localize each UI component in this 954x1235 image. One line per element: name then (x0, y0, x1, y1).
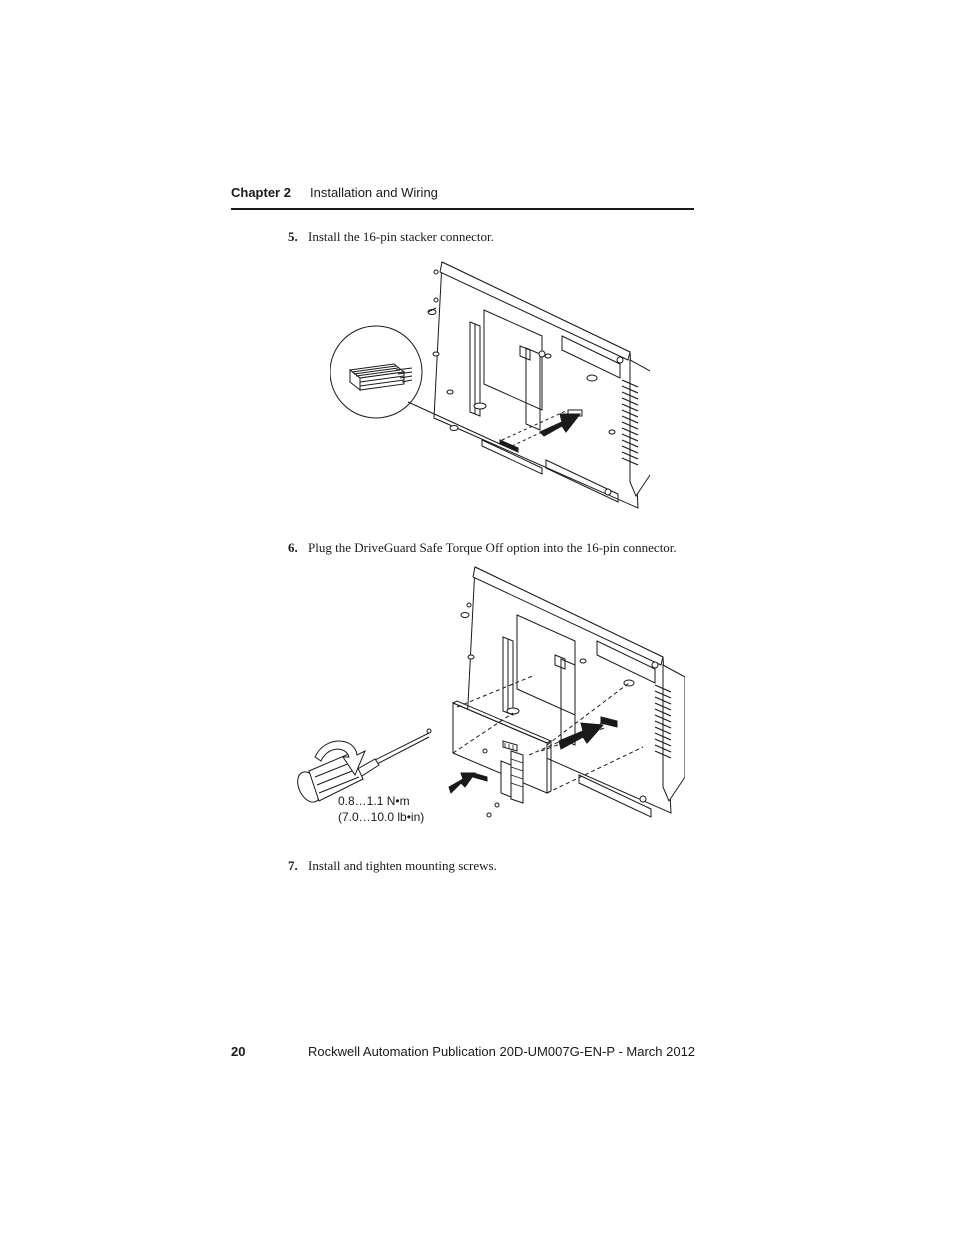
side-panel (663, 665, 685, 801)
option-connector (503, 741, 517, 751)
step-text: Install the 16-pin stacker connector. (308, 229, 494, 244)
board-connector (601, 717, 617, 727)
page-number: 20 (231, 1044, 246, 1059)
step-number: 7. (288, 858, 298, 873)
header-rule (231, 208, 694, 210)
stacker-connector-illustration (330, 260, 650, 515)
step-7: 7. Install and tighten mounting screws. (288, 858, 497, 874)
rotation-arrow (315, 741, 365, 775)
option-install-illustration (285, 565, 685, 823)
push-arrow (449, 773, 475, 793)
step-5: 5. Install the 16-pin stacker connector. (288, 229, 494, 245)
step-text: Install and tighten mounting screws. (308, 858, 497, 873)
stacker-connector (500, 440, 518, 452)
chapter-title: Installation and Wiring (310, 185, 438, 200)
side-panel (630, 360, 650, 496)
step-6: 6. Plug the DriveGuard Safe Torque Off op… (288, 540, 677, 556)
step-number: 5. (288, 229, 298, 244)
publication-footer: Rockwell Automation Publication 20D-UM00… (308, 1044, 696, 1059)
torque-value-metric: 0.8…1.1 N•m (338, 794, 410, 808)
chapter-label: Chapter 2 (231, 185, 291, 200)
insert-arrow (559, 723, 603, 749)
torque-value-imperial: (7.0…10.0 lb•in) (338, 810, 425, 824)
insert-arrow (540, 414, 580, 436)
connector-inset-part (350, 364, 412, 390)
step-text: Plug the DriveGuard Safe Torque Off opti… (308, 540, 677, 555)
step-number: 6. (288, 540, 298, 555)
